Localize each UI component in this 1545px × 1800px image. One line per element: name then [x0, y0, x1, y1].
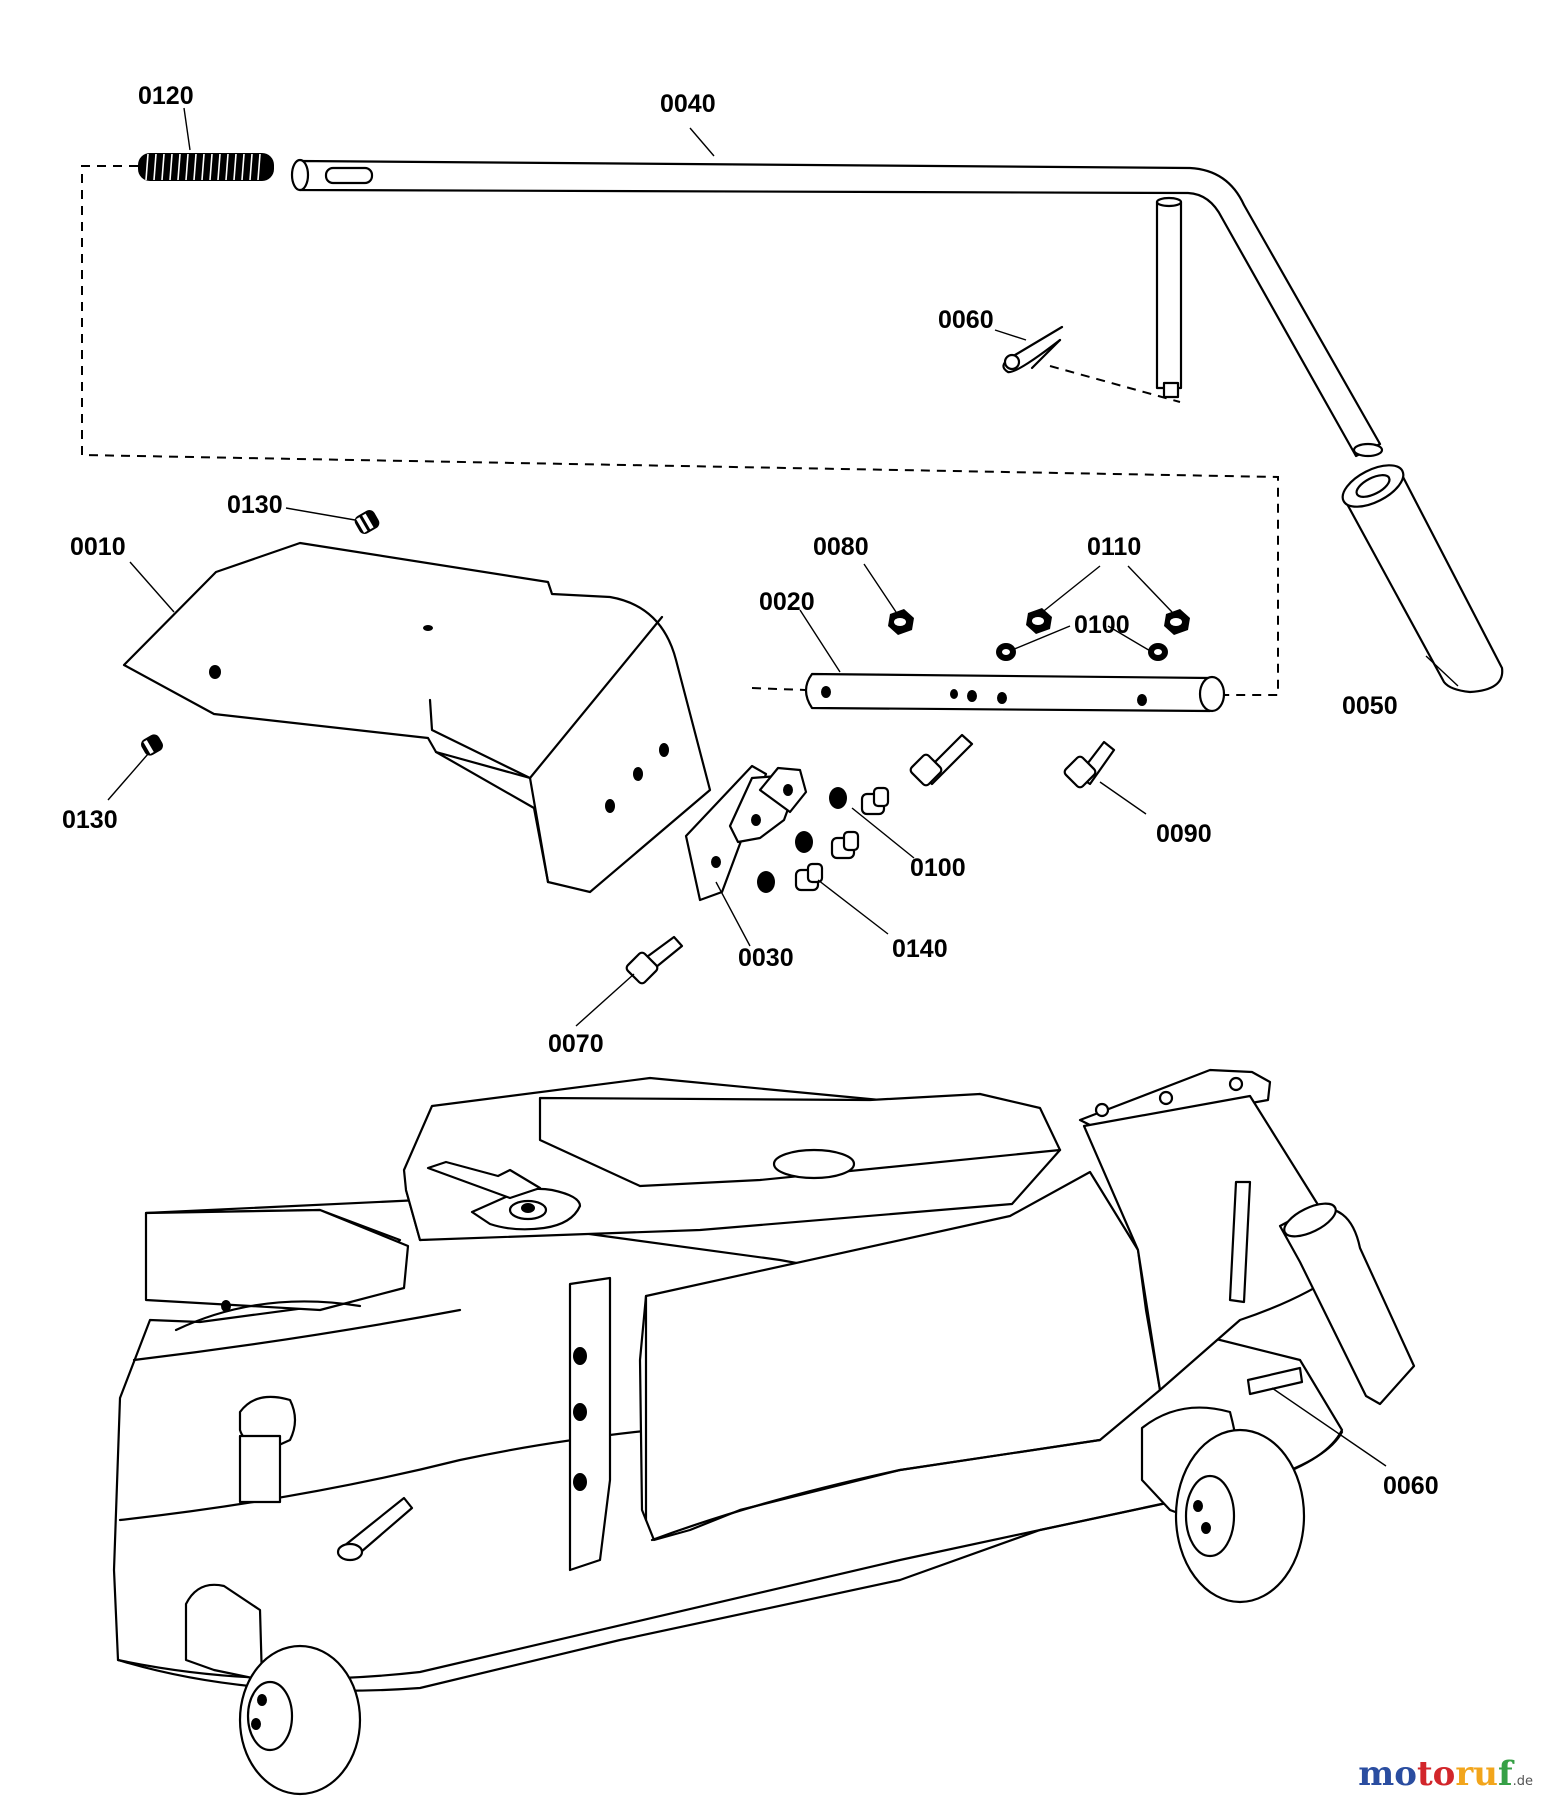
hairpin-clip-part [1002, 325, 1064, 374]
assembly-guide-lines [81, 165, 1279, 696]
label-0070: 0070 [548, 1030, 604, 1058]
chute-cover-part [122, 541, 712, 894]
label-0010: 0010 [70, 533, 126, 561]
label-0080: 0080 [813, 533, 869, 561]
pivot-tube-part [804, 672, 1226, 713]
bracket-part [684, 764, 808, 902]
label-0100-top: 0100 [1074, 611, 1130, 639]
part-number-labels: 0120 0040 0060 0130 0010 0080 0110 0020 … [62, 82, 1439, 1500]
spring-part [138, 153, 274, 181]
mower-deck-assembly [112, 1068, 1416, 1796]
handle-grip-part [1341, 464, 1504, 694]
label-0100-mid: 0100 [910, 854, 966, 882]
label-0050: 0050 [1342, 692, 1398, 720]
label-0130-bottom: 0130 [62, 806, 118, 834]
label-0040: 0040 [660, 90, 716, 118]
label-0060-top: 0060 [938, 306, 994, 334]
nuts-washers [757, 608, 1190, 893]
leader-lines [107, 107, 1459, 1467]
label-0140: 0140 [892, 935, 948, 963]
label-0090: 0090 [1156, 820, 1212, 848]
watermark-part2: to [1416, 1754, 1456, 1794]
watermark-tld: .de [1512, 1774, 1533, 1789]
handle-rod-part [290, 158, 1384, 458]
set-screw-part [141, 510, 380, 756]
label-0030: 0030 [738, 944, 794, 972]
watermark-logo: motoruf.de [1358, 1754, 1533, 1794]
watermark-part4: f [1497, 1754, 1513, 1794]
label-0110: 0110 [1087, 533, 1141, 561]
label-0120: 0120 [138, 82, 194, 110]
bolts [625, 733, 1116, 985]
label-0130-top: 0130 [227, 491, 283, 519]
watermark-part3: ru [1455, 1754, 1498, 1794]
watermark-part1: mo [1358, 1754, 1417, 1794]
label-0020: 0020 [759, 588, 815, 616]
label-0060-bottom: 0060 [1383, 1472, 1439, 1500]
